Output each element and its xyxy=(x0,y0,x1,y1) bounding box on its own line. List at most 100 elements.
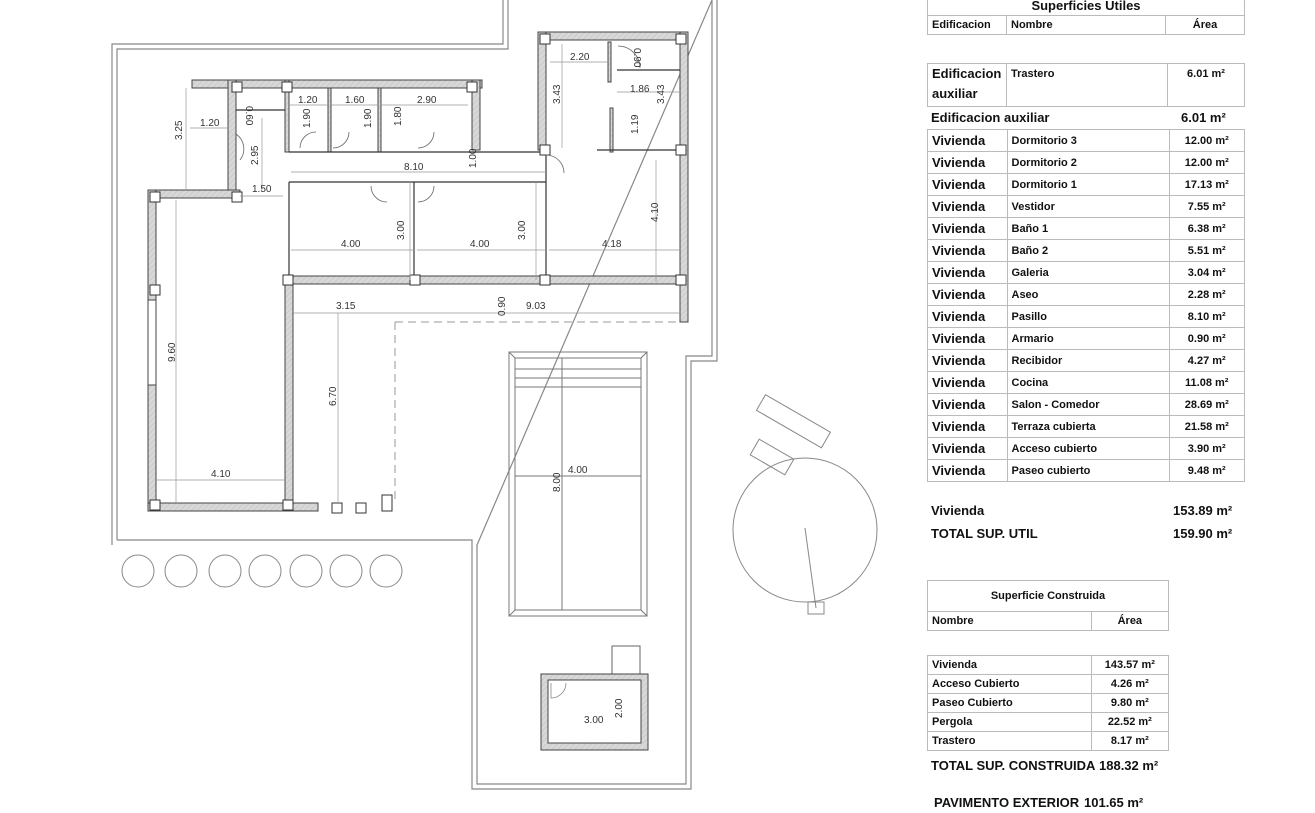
svg-text:1.90: 1.90 xyxy=(363,108,374,128)
aux-subtotal-label: Edificacion auxiliar xyxy=(931,110,1050,125)
pavimento-exterior-partial: PAVIMENTO EXTERIOR 101.65 m² xyxy=(934,795,1174,813)
svg-text:3.15: 3.15 xyxy=(336,301,356,312)
col-edificacion: Edificacion xyxy=(927,15,1007,35)
cell-edificacion: Vivienda xyxy=(927,283,1008,306)
svg-text:6.70: 6.70 xyxy=(328,386,339,406)
cell-edificacion: Vivienda xyxy=(927,393,1008,416)
col-nombre: Nombre xyxy=(1006,15,1166,35)
cell-nombre: Pasillo xyxy=(1006,305,1170,328)
svg-text:3.00: 3.00 xyxy=(396,220,407,240)
cell-nombre: Terraza cubierta xyxy=(1006,415,1170,438)
vivienda-subtotal-label: Vivienda xyxy=(931,503,985,518)
superficies-utiles-header-table: Superficies Utiles Edificacion Nombre Ár… xyxy=(927,0,1245,35)
svg-text:1.80: 1.80 xyxy=(393,106,404,126)
cell-area: 28.69 m² xyxy=(1168,393,1246,416)
svg-text:9.60: 9.60 xyxy=(167,342,178,362)
svg-text:4.00: 4.00 xyxy=(341,239,361,250)
svg-text:0.90: 0.90 xyxy=(631,48,642,68)
cell-area: 2.28 m² xyxy=(1168,283,1246,306)
cell-edificacion: Vivienda xyxy=(927,305,1008,328)
cell-edificacion: Vivienda xyxy=(927,261,1008,284)
col-area-construida: Área xyxy=(1090,611,1170,631)
cell-nombre: Dormitorio 3 xyxy=(1006,129,1170,152)
svg-text:2.90: 2.90 xyxy=(417,95,437,106)
svg-text:2.20: 2.20 xyxy=(570,52,590,63)
cell-area: 21.58 m² xyxy=(1168,415,1246,438)
cell-area: 3.04 m² xyxy=(1168,261,1246,284)
cell-nombre: Armario xyxy=(1006,327,1170,350)
svg-text:1.86: 1.86 xyxy=(630,84,650,95)
cell-nombre: Cocina xyxy=(1006,371,1170,394)
cell-edificacion: Vivienda xyxy=(927,129,1008,152)
cell-area: 5.51 m² xyxy=(1168,239,1246,262)
svg-text:1.60: 1.60 xyxy=(345,95,365,106)
cell-area: 11.08 m² xyxy=(1168,371,1246,394)
svg-text:3.25: 3.25 xyxy=(174,120,185,140)
cell-edificacion: Vivienda xyxy=(927,217,1008,240)
pavimento-label: PAVIMENTO EXTERIOR xyxy=(934,795,1080,810)
cell-edificacion: Vivienda xyxy=(927,239,1008,262)
floor-plan: 3.25 1.20 0.60 2.95 1.50 1.20 1.90 1.60 … xyxy=(111,0,878,790)
cell-nombre: Aseo xyxy=(1006,283,1170,306)
cell-area: 17.13 m² xyxy=(1168,173,1246,196)
svg-text:1.90: 1.90 xyxy=(302,108,313,128)
columns xyxy=(149,33,687,514)
svg-text:4.00: 4.00 xyxy=(568,465,588,476)
svg-text:3.43: 3.43 xyxy=(656,84,667,104)
aux-subtotal-area: 6.01 m² xyxy=(1181,110,1226,125)
cell-area: 3.90 m² xyxy=(1168,437,1246,460)
vivienda-subtotal: Vivienda 153.89 m² xyxy=(931,503,1245,521)
cell-nombre: Pergola xyxy=(927,712,1092,732)
svg-text:0.90: 0.90 xyxy=(497,296,508,316)
cell-area: 22.52 m² xyxy=(1090,712,1170,732)
trees-row xyxy=(121,554,403,588)
cell-nombre: Acceso Cubierto xyxy=(927,674,1092,694)
cell-nombre: Vestidor xyxy=(1006,195,1170,218)
aux-nombre: Trastero xyxy=(1006,63,1168,107)
pool xyxy=(508,351,648,617)
cell-edificacion: Vivienda xyxy=(927,327,1008,350)
cell-edificacion: Vivienda xyxy=(927,173,1008,196)
svg-text:1.00: 1.00 xyxy=(468,148,479,168)
cell-nombre: Vivienda xyxy=(927,655,1092,675)
cell-nombre: Salon - Comedor xyxy=(1006,393,1170,416)
cell-nombre: Trastero xyxy=(927,731,1092,751)
svg-text:2.00: 2.00 xyxy=(614,698,625,718)
svg-text:3.00: 3.00 xyxy=(517,220,528,240)
door-swings xyxy=(235,45,641,203)
cell-edificacion: Vivienda xyxy=(927,349,1008,372)
svg-text:8.10: 8.10 xyxy=(404,162,424,173)
cell-area: 4.27 m² xyxy=(1168,349,1246,372)
cell-edificacion: Vivienda xyxy=(927,437,1008,460)
cell-edificacion: Vivienda xyxy=(927,151,1008,174)
svg-text:2.95: 2.95 xyxy=(250,145,261,165)
cell-area: 8.10 m² xyxy=(1168,305,1246,328)
col-area: Área xyxy=(1165,15,1245,35)
col-nombre-construida: Nombre xyxy=(927,611,1092,631)
cell-edificacion: Vivienda xyxy=(927,415,1008,438)
total-sup-util: TOTAL SUP. UTIL 159.90 m² xyxy=(931,526,1245,544)
aux-area: 6.01 m² xyxy=(1167,63,1245,107)
cell-area: 12.00 m² xyxy=(1168,129,1246,152)
svg-text:0.60: 0.60 xyxy=(243,106,254,126)
cell-nombre: Baño 2 xyxy=(1006,239,1170,262)
cell-nombre: Baño 1 xyxy=(1006,217,1170,240)
svg-text:4.18: 4.18 xyxy=(602,239,622,250)
